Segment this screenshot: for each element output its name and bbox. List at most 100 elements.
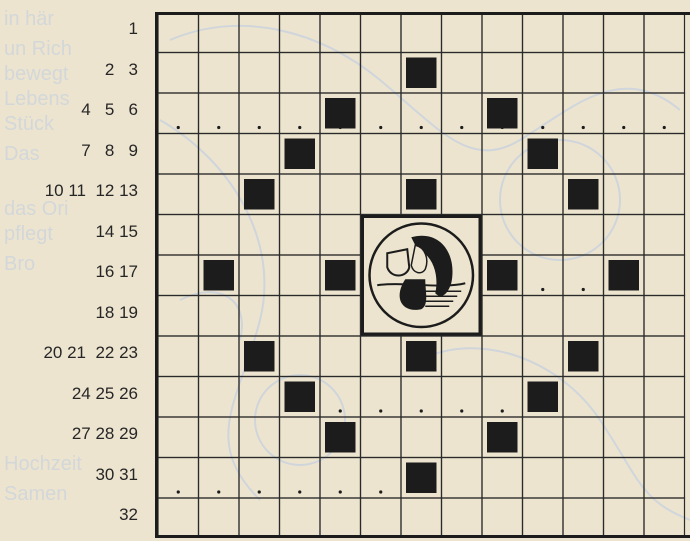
grid-cell[interactable] <box>320 134 361 175</box>
grid-cell[interactable] <box>280 498 321 538</box>
grid-cell[interactable] <box>239 15 280 53</box>
grid-cell[interactable] <box>199 134 240 175</box>
grid-cell[interactable] <box>280 15 321 53</box>
grid-cell[interactable] <box>442 336 483 377</box>
grid-cell[interactable] <box>523 498 564 538</box>
grid-cell[interactable] <box>604 417 645 458</box>
grid-cell[interactable] <box>563 53 604 94</box>
grid-cell[interactable] <box>482 296 523 337</box>
grid-cell[interactable] <box>401 134 442 175</box>
grid-cell[interactable] <box>482 174 523 215</box>
grid-cell[interactable] <box>320 215 361 256</box>
grid-cell[interactable] <box>239 296 280 337</box>
grid-cell[interactable] <box>320 53 361 94</box>
grid-cell[interactable] <box>199 296 240 337</box>
grid-cell[interactable] <box>442 417 483 458</box>
grid-cell[interactable] <box>320 15 361 53</box>
grid-cell[interactable] <box>482 134 523 175</box>
grid-cell[interactable] <box>158 498 199 538</box>
grid-cell[interactable] <box>280 53 321 94</box>
grid-cell[interactable] <box>158 215 199 256</box>
grid-cell[interactable] <box>604 174 645 215</box>
grid-cell[interactable] <box>563 296 604 337</box>
grid-cell[interactable] <box>563 498 604 538</box>
grid-cell[interactable] <box>563 215 604 256</box>
grid-cell[interactable] <box>604 15 645 53</box>
grid-cell[interactable] <box>442 498 483 538</box>
grid-cell[interactable] <box>604 53 645 94</box>
grid-cell[interactable] <box>604 498 645 538</box>
grid-cell[interactable] <box>442 458 483 499</box>
grid-cell[interactable] <box>158 15 199 53</box>
grid-cell[interactable] <box>563 15 604 53</box>
grid-cell[interactable] <box>199 174 240 215</box>
grid-cell[interactable] <box>158 134 199 175</box>
grid-cell[interactable] <box>644 215 685 256</box>
grid-cell[interactable] <box>563 417 604 458</box>
grid-cell[interactable] <box>523 336 564 377</box>
grid-cell[interactable] <box>604 215 645 256</box>
grid-cell[interactable] <box>563 377 604 418</box>
grid-cell[interactable] <box>644 296 685 337</box>
grid-cell[interactable] <box>158 53 199 94</box>
grid-cell[interactable] <box>361 498 402 538</box>
grid-cell[interactable] <box>401 15 442 53</box>
grid-cell[interactable] <box>158 296 199 337</box>
grid-cell[interactable] <box>199 53 240 94</box>
grid-cell[interactable] <box>199 215 240 256</box>
grid-cell[interactable] <box>361 15 402 53</box>
grid-cell[interactable] <box>604 336 645 377</box>
grid-cell[interactable] <box>604 458 645 499</box>
grid-cell[interactable] <box>199 377 240 418</box>
grid-cell[interactable] <box>442 174 483 215</box>
grid-cell[interactable] <box>482 15 523 53</box>
grid-cell[interactable] <box>644 498 685 538</box>
grid-cell[interactable] <box>604 134 645 175</box>
grid-cell[interactable] <box>199 417 240 458</box>
grid-cell[interactable] <box>239 215 280 256</box>
grid-cell[interactable] <box>158 377 199 418</box>
grid-cell[interactable] <box>239 53 280 94</box>
grid-cell[interactable] <box>644 377 685 418</box>
grid-cell[interactable] <box>158 417 199 458</box>
grid-cell[interactable] <box>239 134 280 175</box>
grid-cell[interactable] <box>320 498 361 538</box>
grid-cell[interactable] <box>320 336 361 377</box>
grid-cell[interactable] <box>239 255 280 296</box>
grid-cell[interactable] <box>361 336 402 377</box>
grid-cell[interactable] <box>644 15 685 53</box>
grid-cell[interactable] <box>401 498 442 538</box>
grid-cell[interactable] <box>644 174 685 215</box>
grid-cell[interactable] <box>361 53 402 94</box>
grid-cell[interactable] <box>644 134 685 175</box>
grid-cell[interactable] <box>361 417 402 458</box>
grid-cell[interactable] <box>523 417 564 458</box>
grid-cell[interactable] <box>401 417 442 458</box>
grid-cell[interactable] <box>442 134 483 175</box>
grid-cell[interactable] <box>320 296 361 337</box>
grid-cell[interactable] <box>563 134 604 175</box>
grid-cell[interactable] <box>280 296 321 337</box>
grid-cell[interactable] <box>482 336 523 377</box>
grid-cell[interactable] <box>523 296 564 337</box>
grid-cell[interactable] <box>199 15 240 53</box>
grid-cell[interactable] <box>158 255 199 296</box>
grid-cell[interactable] <box>482 458 523 499</box>
grid-cell[interactable] <box>239 377 280 418</box>
grid-cell[interactable] <box>158 336 199 377</box>
grid-cell[interactable] <box>523 174 564 215</box>
grid-cell[interactable] <box>523 53 564 94</box>
grid-cell[interactable] <box>361 134 402 175</box>
grid-cell[interactable] <box>280 255 321 296</box>
grid-cell[interactable] <box>482 53 523 94</box>
grid-cell[interactable] <box>442 15 483 53</box>
grid-cell[interactable] <box>280 215 321 256</box>
grid-cell[interactable] <box>644 458 685 499</box>
grid-cell[interactable] <box>523 15 564 53</box>
grid-cell[interactable] <box>644 53 685 94</box>
grid-cell[interactable] <box>320 174 361 215</box>
grid-cell[interactable] <box>563 458 604 499</box>
grid-cell[interactable] <box>239 498 280 538</box>
grid-cell[interactable] <box>604 377 645 418</box>
grid-cell[interactable] <box>442 53 483 94</box>
